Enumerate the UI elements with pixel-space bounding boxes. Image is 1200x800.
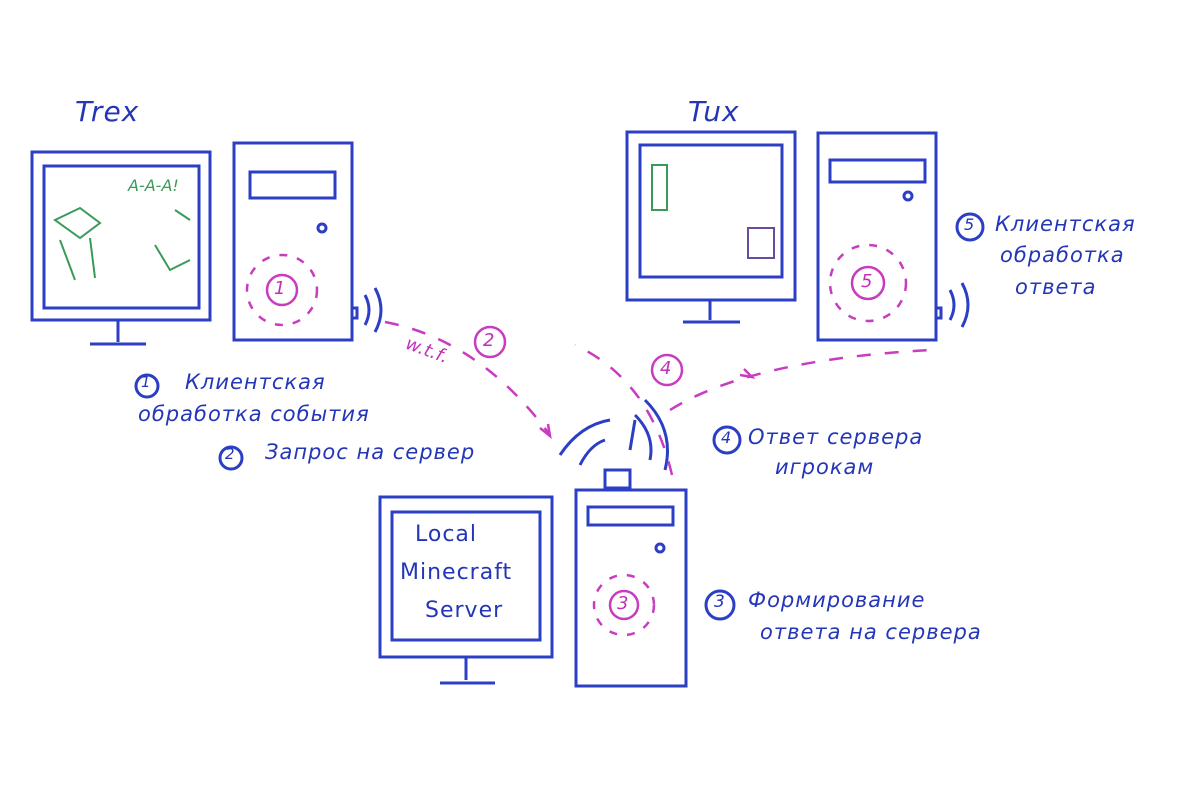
- arrows: [384, 320, 931, 476]
- step-3-line-2: ответа на сервера: [760, 620, 982, 644]
- step-2-number: 2: [225, 445, 236, 463]
- step-5-line-3: ответа: [1015, 275, 1097, 299]
- step-3-marker: 3: [617, 593, 629, 614]
- step-1-number: 1: [141, 373, 152, 391]
- server-pc: [558, 398, 688, 688]
- step-1-line-2: обработка события: [138, 402, 370, 426]
- step-1-line-1: Клиентская: [185, 370, 326, 394]
- server-screen-line-3: Server: [425, 598, 504, 623]
- step-1-marker: 1: [274, 278, 286, 299]
- tux-monitor: [625, 130, 797, 324]
- step-circles: [134, 212, 985, 621]
- trex-monitor: [30, 150, 212, 346]
- step-5-number: 5: [964, 215, 976, 234]
- tux-pc: [816, 131, 970, 342]
- step-4-number: 4: [721, 428, 733, 447]
- server-monitor: [378, 495, 554, 685]
- step-4-line-1: Ответ сервера: [748, 425, 924, 449]
- step-2-marker: 2: [483, 330, 495, 351]
- step-4-marker: 4: [660, 358, 672, 379]
- server-screen-line-2: Minecraft: [400, 560, 513, 585]
- server-screen-line-1: Local: [415, 522, 478, 547]
- step-4-line-2: игрокам: [775, 455, 875, 479]
- step-5-line-2: обработка: [1000, 243, 1125, 267]
- step-3-number: 3: [714, 592, 726, 612]
- step-2-line-1: Запрос на сервер: [265, 440, 476, 464]
- step-5-line-1: Клиентская: [995, 212, 1136, 236]
- trex-pc: [232, 141, 383, 342]
- player-label-trex: Trex: [75, 95, 140, 128]
- step-5-marker: 5: [861, 271, 873, 292]
- player-label-tux: Tux: [688, 95, 740, 128]
- step-3-line-1: Формирование: [748, 588, 926, 612]
- scream-text: A-A-A!: [128, 176, 179, 195]
